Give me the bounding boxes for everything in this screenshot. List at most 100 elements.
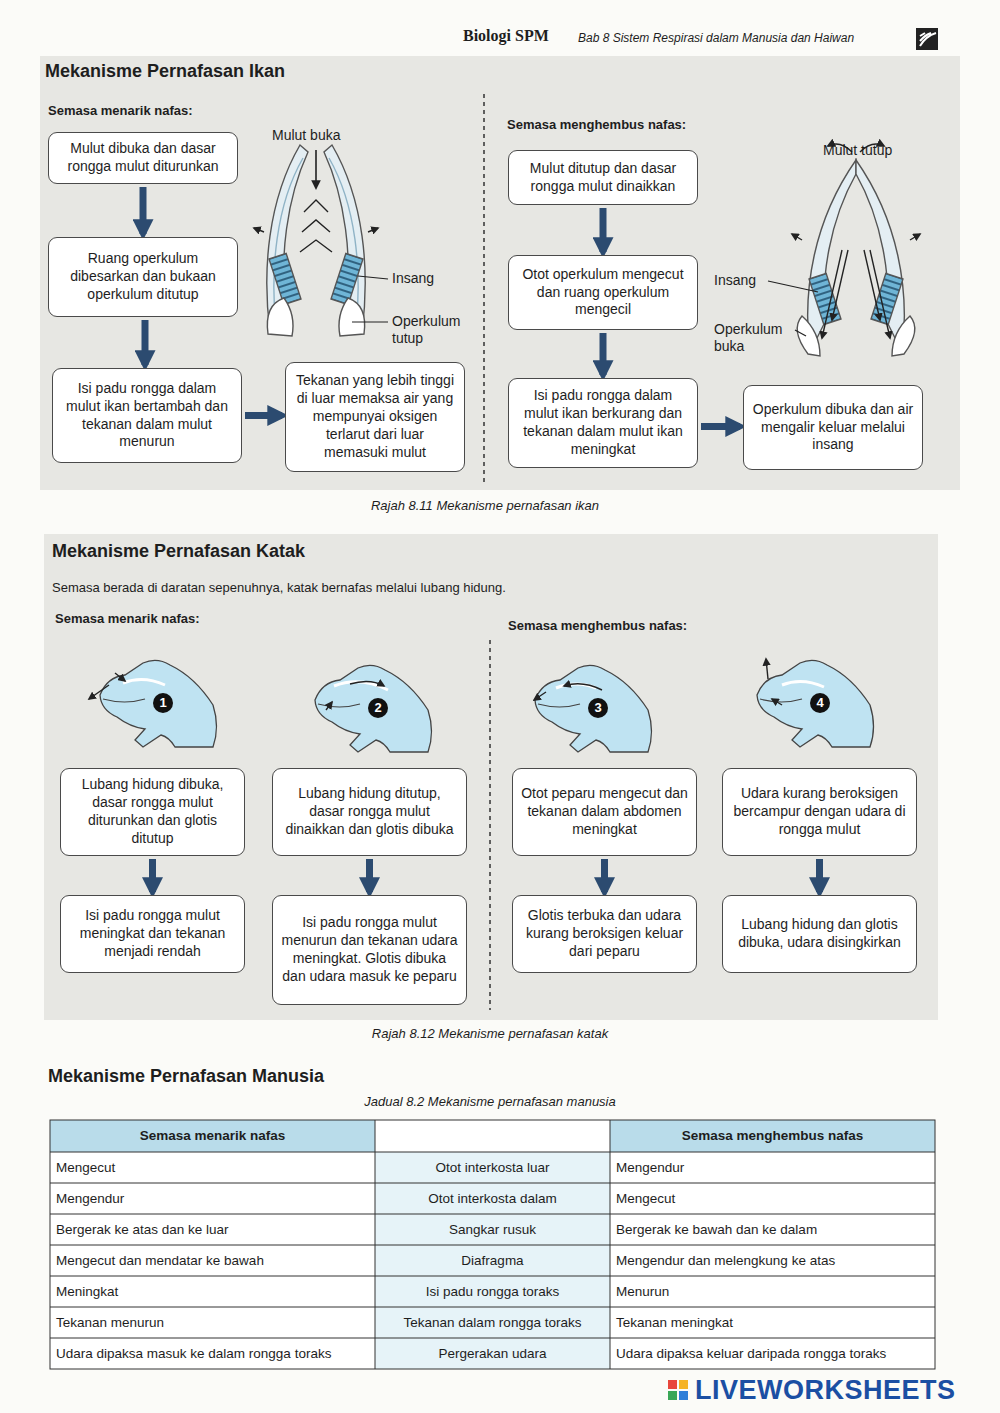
table-cell: Isi padu rongga toraks [381, 1276, 604, 1307]
table-header: Semasa menarik nafas [56, 1120, 369, 1152]
process-box: Glotis terbuka dan udara kurang beroksig… [512, 895, 697, 973]
table-grid [50, 1120, 935, 1369]
process-box: Otot operkulum mengecut dan ruang operku… [508, 255, 698, 330]
process-box: Isi padu rongga mulut menurun dan tekana… [272, 895, 467, 1005]
flow-arrow [245, 412, 282, 419]
process-box: Mulut ditutup dan dasar rongga mulut din… [508, 150, 698, 205]
table-cell: Diafragma [381, 1245, 604, 1276]
flow-arrow [600, 333, 607, 375]
flow-arrow [140, 187, 147, 234]
table-cell: Mengendur dan melengkung ke atas [616, 1245, 929, 1276]
box-text: Glotis terbuka dan udara kurang beroksig… [521, 907, 688, 961]
table-cell: Mengecut dan mendatar ke bawah [56, 1245, 369, 1276]
process-box: Lubang hidung dan glotis dibuka, udara d… [722, 895, 917, 973]
section-heading: Mekanisme Pernafasan Katak [52, 541, 305, 563]
part-label: Operkulum buka [714, 321, 798, 355]
table-cell: Tekanan meningkat [616, 1307, 929, 1338]
frog-figure [315, 665, 432, 752]
box-text: Mulut ditutup dan dasar rongga mulut din… [517, 160, 689, 196]
part-label: Mulut tutup [823, 142, 892, 159]
process-box: Isi padu rongga mulut meningkat dan teka… [60, 895, 245, 973]
flow-arrow [601, 859, 608, 892]
fish-head-exhale [792, 144, 920, 356]
book-icon [916, 28, 938, 50]
part-label: Insang [714, 272, 756, 289]
table-cell: Mengendur [56, 1183, 369, 1214]
table-cell: Udara dipaksa keluar daripada rongga tor… [616, 1338, 929, 1369]
section-heading: Mekanisme Pernafasan Manusia [48, 1066, 324, 1088]
flow-arrow [366, 859, 373, 892]
phase-heading: Semasa menghembus nafas: [508, 618, 687, 634]
box-text: Isi padu rongga dalam mulut ikan berkura… [517, 387, 689, 459]
part-label: Operkulum tutup [392, 313, 476, 347]
divider [489, 640, 491, 1010]
box-text: Isi padu rongga dalam mulut ikan bertamb… [61, 380, 233, 452]
box-text: Otot peparu mengecut dan tekanan dalam a… [521, 785, 688, 839]
process-box: Otot peparu mengecut dan tekanan dalam a… [512, 768, 697, 856]
table-header: Semasa menghembus nafas [616, 1120, 929, 1152]
part-label: Mulut buka [272, 127, 340, 144]
table-cell: Otot interkosta dalam [381, 1183, 604, 1214]
box-text: Udara kurang beroksigen bercampur dengan… [731, 785, 908, 839]
frog-figure [89, 660, 217, 747]
process-box: Mulut dibuka dan dasar rongga mulut ditu… [48, 132, 238, 184]
table-cell: Bergerak ke atas dan ke luar [56, 1214, 369, 1245]
box-text: Isi padu rongga mulut meningkat dan teka… [69, 907, 236, 961]
table-cell: Tekanan dalam rongga toraks [381, 1307, 604, 1338]
table-cell: Mengecut [56, 1152, 369, 1183]
callout-number: 2 [369, 699, 387, 717]
box-text: Ruang operkulum dibesarkan dan bukaan op… [57, 250, 229, 304]
table-cell: Mengendur [616, 1152, 929, 1183]
table-caption: Jadual 8.2 Mekanisme pernafasan manusia [290, 1094, 690, 1110]
section-heading: Mekanisme Pernafasan Ikan [45, 61, 285, 83]
table-cell: Udara dipaksa masuk ke dalam rongga tora… [56, 1338, 369, 1369]
table-cell: Tekanan menurun [56, 1307, 369, 1338]
flow-arrow [600, 208, 607, 252]
flow-arrow [701, 423, 740, 430]
watermark-logo [668, 1380, 688, 1400]
frog-figure [757, 659, 874, 747]
note: Semasa berada di daratan sepenuhnya, kat… [52, 580, 506, 596]
process-box: Ruang operkulum dibesarkan dan bukaan op… [48, 237, 238, 317]
table-cell: Otot interkosta luar [381, 1152, 604, 1183]
flow-arrow [149, 859, 156, 892]
table-cell: Sangkar rusuk [381, 1214, 604, 1245]
box-text: Otot operkulum mengecut dan ruang operku… [517, 266, 689, 320]
table-cell: Menurun [616, 1276, 929, 1307]
figure-caption: Rajah 8.12 Mekanisme pernafasan katak [290, 1026, 690, 1042]
box-text: Mulut dibuka dan dasar rongga mulut ditu… [57, 140, 229, 176]
box-text: Lubang hidung ditutup, dasar rongga mulu… [281, 785, 458, 839]
process-box: Operkulum dibuka dan air mengalir keluar… [743, 385, 923, 470]
process-box: Isi padu rongga dalam mulut ikan berkura… [508, 378, 698, 468]
process-box: Lubang hidung ditutup, dasar rongga mulu… [272, 768, 467, 856]
box-text: Lubang hidung dan glotis dibuka, udara d… [731, 916, 908, 952]
figure-caption: Rajah 8.11 Mekanisme pernafasan ikan [280, 498, 690, 514]
frog-figure [534, 665, 652, 752]
callout-number: 4 [811, 694, 829, 712]
process-box: Tekanan yang lebih tinggi di luar memaks… [285, 362, 465, 472]
phase-heading: Semasa menghembus nafas: [507, 117, 686, 133]
box-text: Isi padu rongga mulut menurun dan tekana… [281, 914, 458, 986]
divider [483, 94, 485, 482]
box-text: Lubang hidung dibuka, dasar rongga mulut… [69, 776, 236, 848]
table-cell: Meningkat [56, 1276, 369, 1307]
process-box: Udara kurang beroksigen bercampur dengan… [722, 768, 917, 856]
process-box: Lubang hidung dibuka, dasar rongga mulut… [60, 768, 245, 856]
table-cell: Bergerak ke bawah dan ke dalam [616, 1214, 929, 1245]
process-box: Isi padu rongga dalam mulut ikan bertamb… [52, 368, 242, 463]
fish-head-inhale [254, 145, 378, 336]
fish-panel [40, 56, 960, 490]
flow-arrow [142, 320, 149, 365]
phase-heading: Semasa menarik nafas: [48, 103, 193, 119]
running-header: Biologi SPM [463, 26, 549, 45]
table-cell: Pergerakan udara [381, 1338, 604, 1369]
table-cell: Mengecut [616, 1183, 929, 1214]
phase-heading: Semasa menarik nafas: [55, 611, 200, 627]
frog-panel [44, 534, 938, 1020]
box-text: Tekanan yang lebih tinggi di luar memaks… [294, 372, 456, 462]
flow-arrow [816, 859, 823, 892]
watermark: LIVEWORKSHEETS [695, 1374, 956, 1406]
running-header: Bab 8 Sistem Respirasi dalam Manusia dan… [578, 31, 854, 45]
part-label: Insang [392, 270, 434, 287]
box-text: Operkulum dibuka dan air mengalir keluar… [752, 401, 914, 455]
